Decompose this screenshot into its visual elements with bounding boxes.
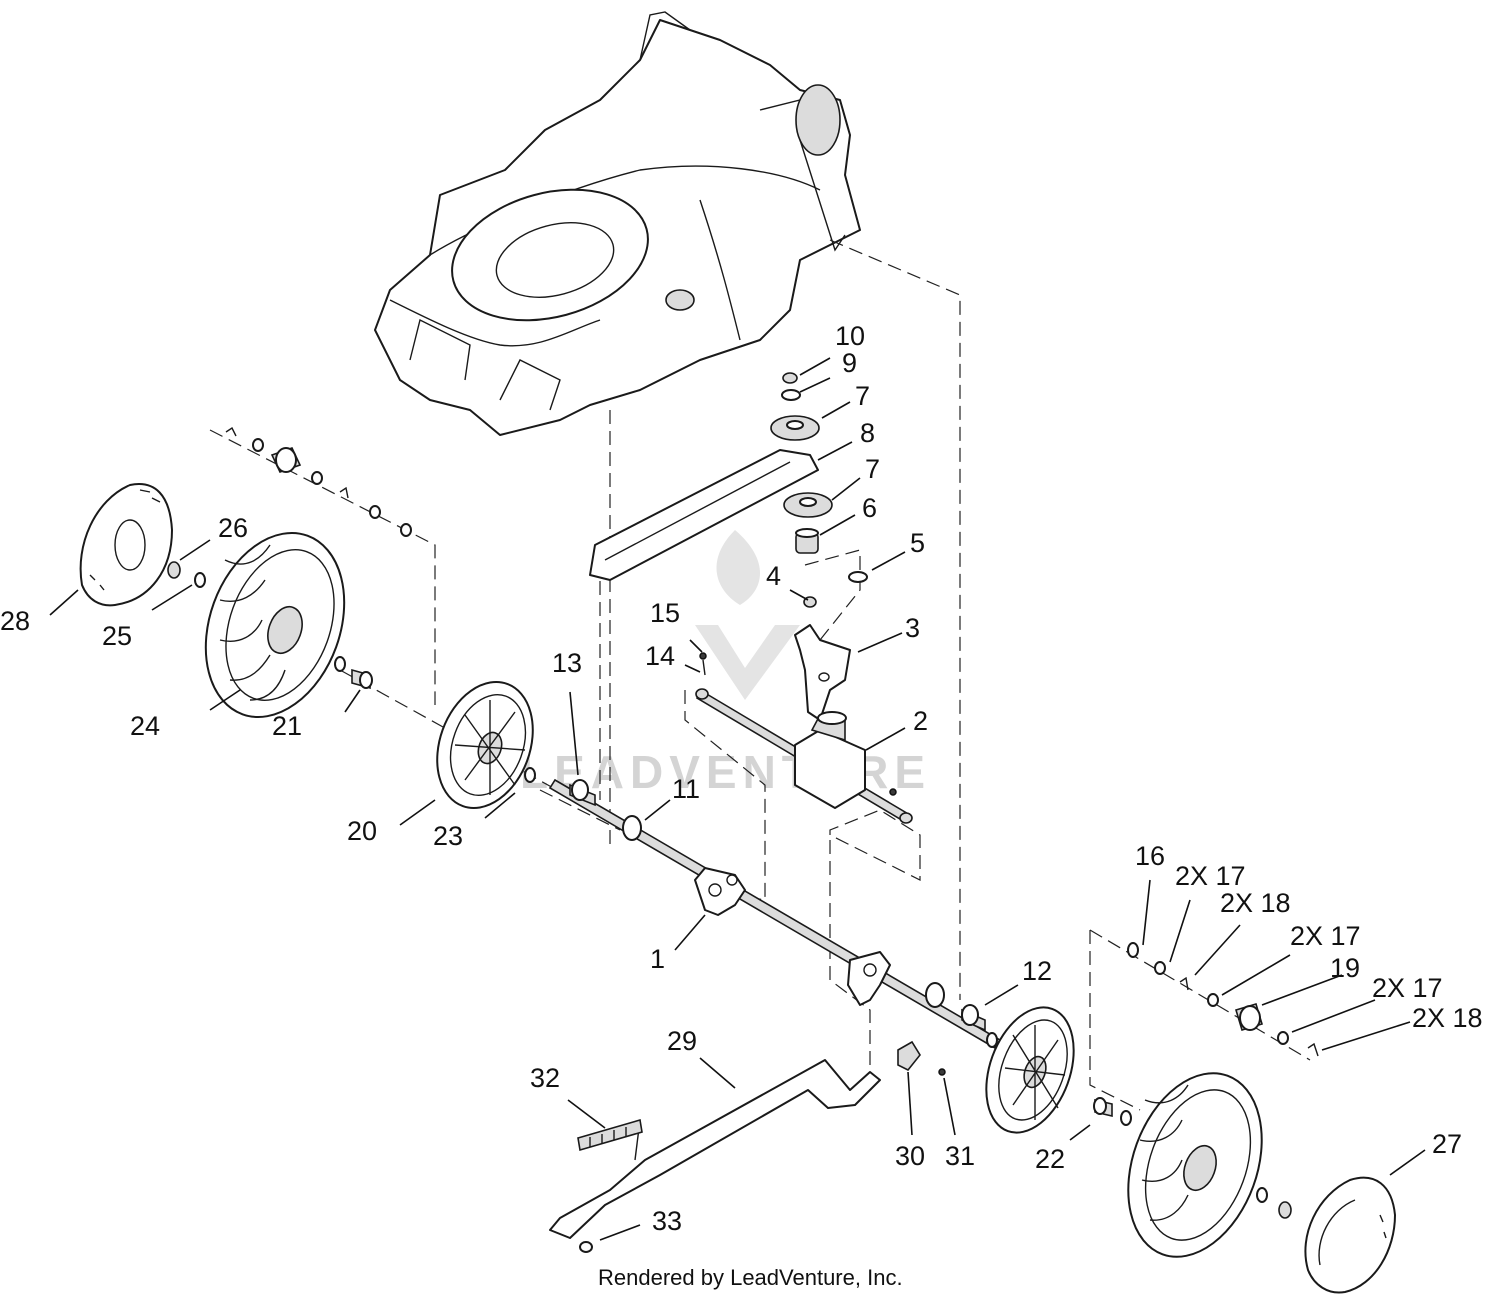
callout-31: 31 — [945, 1141, 975, 1171]
hubcap-part-28 — [79, 483, 173, 607]
footer-credit: Rendered by LeadVenture, Inc. — [598, 1265, 903, 1290]
callout-9: 9 — [842, 348, 857, 378]
mower-deck — [374, 11, 861, 436]
callout-28: 28 — [0, 606, 30, 636]
callout-6: 6 — [862, 493, 877, 523]
adjuster-part-32 — [577, 1118, 643, 1152]
callout-14: 14 — [645, 641, 675, 671]
callout-25: 25 — [102, 621, 132, 651]
part-10-nut — [782, 372, 798, 384]
right-wheel-hardware — [1127, 942, 1319, 1057]
height-rod-part-29 — [549, 1059, 881, 1253]
callout-10: 10 — [835, 321, 865, 351]
wheel-part-24 — [204, 532, 346, 718]
callout-30: 30 — [895, 1141, 925, 1171]
callout-2x-17-a: 2X 17 — [1175, 861, 1246, 891]
part-22-washer — [986, 1032, 998, 1048]
part-25-washer — [194, 572, 206, 588]
part-22-washer-2 — [1120, 1110, 1132, 1126]
left-wheel-hardware — [225, 426, 412, 537]
callout-3: 3 — [905, 613, 920, 643]
callout-26: 26 — [218, 513, 248, 543]
callout-1: 1 — [650, 944, 665, 974]
callout-24: 24 — [130, 711, 160, 741]
callout-15: 15 — [650, 598, 680, 628]
part-5-washer — [848, 571, 868, 583]
callout-21: 21 — [272, 711, 302, 741]
watermark-logo — [695, 530, 800, 700]
part-22-bushing — [1093, 1097, 1113, 1118]
callout-11: 11 — [672, 774, 700, 804]
latch-part-30 — [897, 1040, 946, 1076]
callout-2x-17-c: 2X 17 — [1372, 973, 1443, 1003]
callout-20: 20 — [347, 816, 377, 846]
part-25-washer-right — [1256, 1187, 1268, 1203]
callout-8: 8 — [860, 418, 875, 448]
transmission-part-2 — [695, 652, 913, 824]
callout-19: 19 — [1330, 953, 1360, 983]
callout-7-lower: 7 — [865, 454, 880, 484]
callout-2x-17-b: 2X 17 — [1290, 921, 1361, 951]
bracket-part-3 — [794, 624, 851, 721]
leader-lines — [49, 357, 1426, 1241]
part-11-bushing — [622, 815, 642, 841]
part-26-nut — [167, 561, 181, 579]
hubcap-part-27 — [1304, 1176, 1396, 1294]
part-26-nut-right — [1278, 1201, 1292, 1219]
callout-2x-18-b: 2X 18 — [1412, 1003, 1483, 1033]
callout-4: 4 — [766, 561, 781, 591]
callout-13: 13 — [552, 648, 582, 678]
part-8-belt — [589, 449, 819, 581]
callout-12: 12 — [1022, 956, 1052, 986]
part-15-pin — [699, 652, 707, 660]
part-9-washer — [781, 389, 801, 401]
callout-labels: 10 9 7 8 7 6 5 4 3 2 15 14 13 11 1 26 28… — [0, 321, 1483, 1236]
callout-33: 33 — [652, 1206, 682, 1236]
drive-wheel-part-22 — [985, 1006, 1075, 1134]
callout-22: 22 — [1035, 1144, 1065, 1174]
part-31-screw — [938, 1068, 946, 1076]
pulley-stack — [589, 372, 868, 608]
callout-5: 5 — [910, 528, 925, 558]
callout-7-upper: 7 — [855, 381, 870, 411]
callout-16: 16 — [1135, 841, 1165, 871]
part-33-clip — [579, 1241, 593, 1253]
callout-23: 23 — [433, 821, 463, 851]
callout-27: 27 — [1432, 1129, 1462, 1159]
part-21-washer — [334, 656, 346, 672]
part-21-bushing — [351, 668, 373, 690]
callout-29: 29 — [667, 1026, 697, 1056]
callout-2: 2 — [913, 706, 928, 736]
wheel-part-24-right — [1127, 1072, 1263, 1258]
callout-32: 32 — [530, 1063, 560, 1093]
part-23-washer — [524, 767, 536, 783]
drive-wheel-part-20 — [436, 681, 534, 809]
axle-part-1 — [548, 778, 1002, 1050]
callout-2x-18-a: 2X 18 — [1220, 888, 1291, 918]
